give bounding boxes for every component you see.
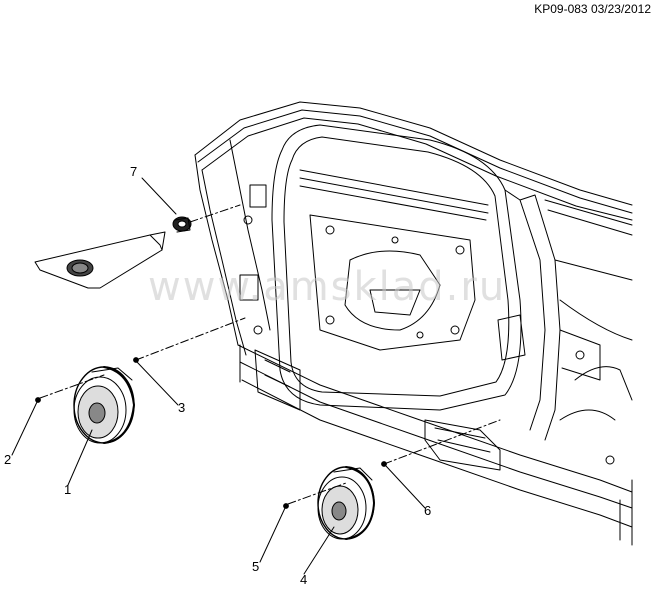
callout-2: 2 [4, 452, 11, 467]
rear-door-speaker [317, 466, 375, 540]
callout-1: 1 [64, 482, 71, 497]
alignment-lines [39, 204, 501, 505]
vehicle-body-side [194, 101, 633, 546]
callout-7: 7 [130, 164, 137, 179]
rear-speaker-fastener [283, 503, 289, 509]
callout-5: 5 [252, 559, 259, 574]
front-door-speaker [73, 366, 135, 444]
callout-3: 3 [178, 400, 185, 415]
watermark: www.amsklad.ru [148, 264, 506, 310]
mirror-patch-trim-panel [34, 231, 166, 289]
front-speaker-fastener [35, 397, 41, 403]
tweeter-speaker [172, 216, 192, 233]
document-id: KP09-083 03/23/2012 [534, 2, 651, 16]
callout-4: 4 [300, 572, 307, 587]
callout-6: 6 [424, 503, 431, 518]
callout-leaders [11, 177, 426, 575]
